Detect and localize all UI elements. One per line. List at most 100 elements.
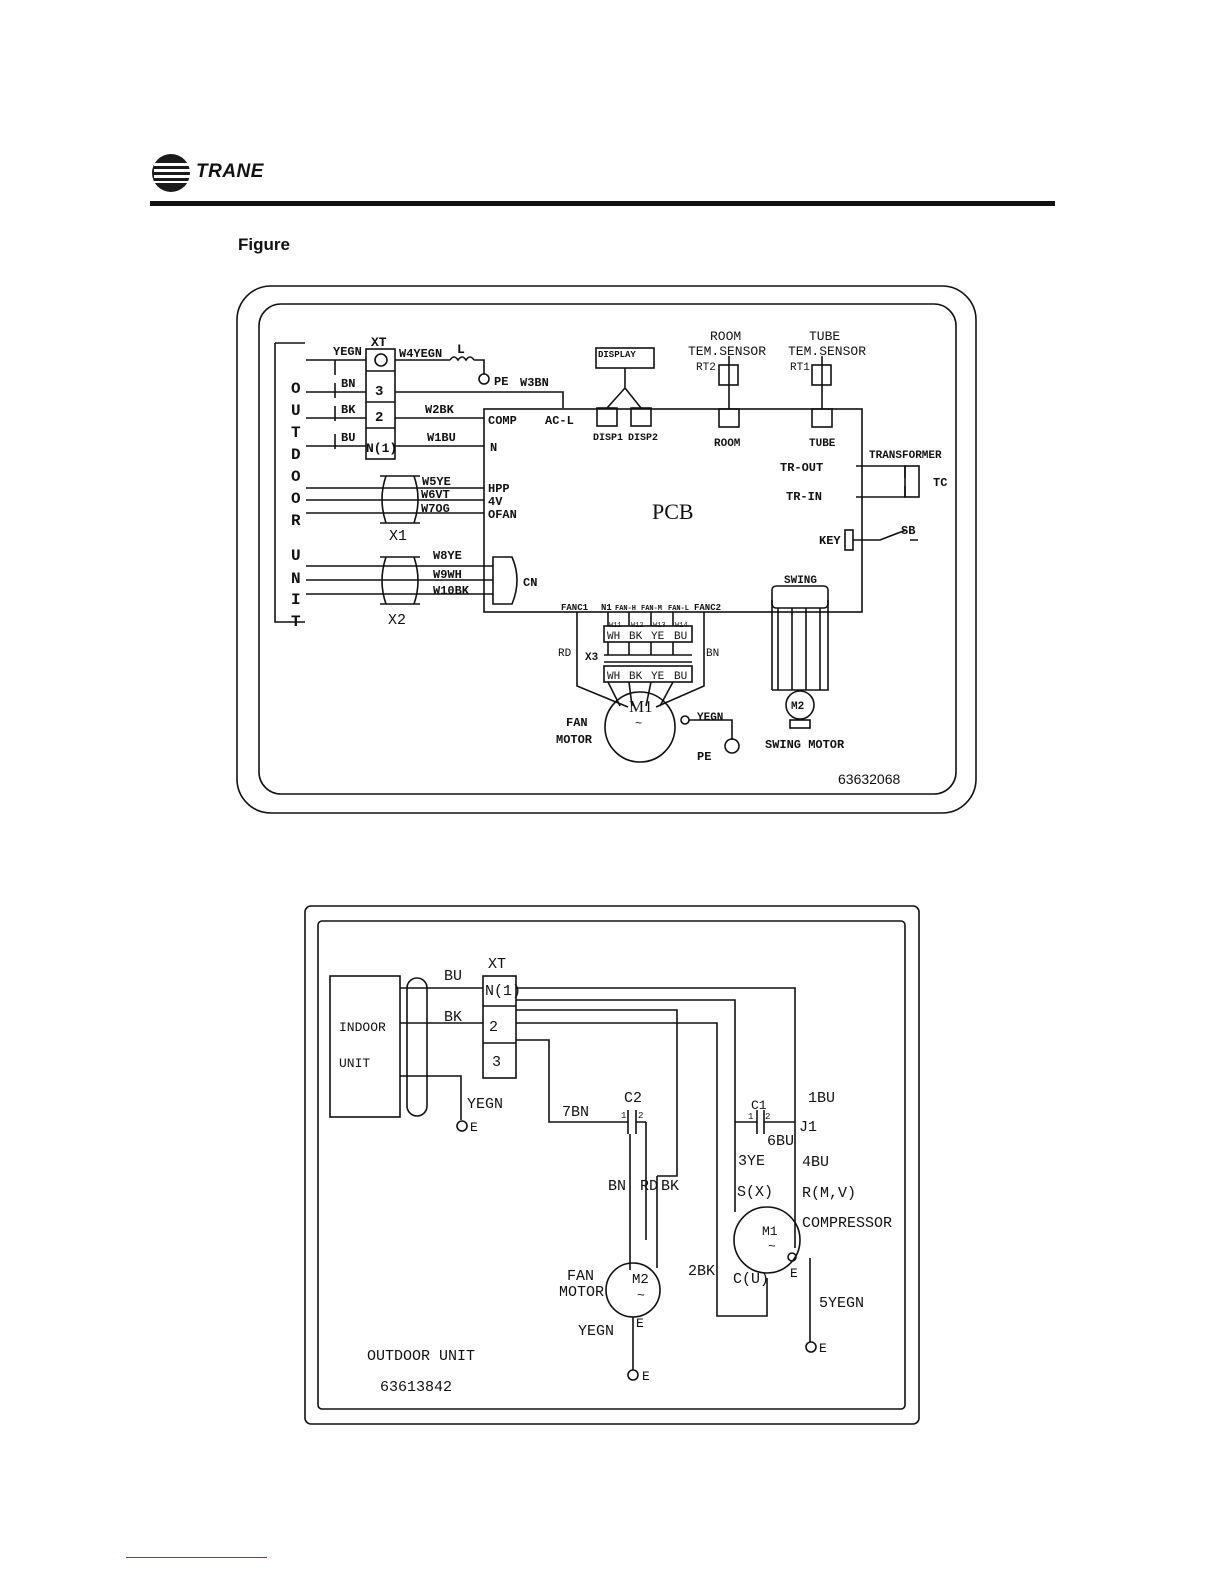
outdoor-letter: O	[291, 468, 301, 486]
m2-tilde: ~	[637, 1288, 645, 1303]
unit-letter: I	[291, 591, 301, 609]
x3-top-block	[603, 625, 693, 643]
cable-sheath	[406, 977, 428, 1117]
m2-outdoor-label: M2	[632, 1272, 649, 1288]
wire-1bu-label: 1BU	[808, 1090, 835, 1107]
c2-pin1: 1	[621, 1111, 626, 1121]
fanc1-label: FANC1	[561, 603, 589, 613]
xt-outdoor-2: 2	[489, 1019, 498, 1036]
xt-outdoor-3: 3	[492, 1054, 501, 1071]
ground-icon-compressor	[805, 1341, 817, 1353]
x3-bk-top: BK	[629, 631, 643, 643]
wire-w4-label: W4YEGN	[399, 347, 442, 361]
m2-label: M2	[791, 701, 804, 713]
outdoor-unit-bracket	[274, 342, 305, 623]
x3-bu-top: BU	[674, 631, 687, 643]
wire-bu-label: BU	[444, 968, 462, 985]
outdoor-letter: T	[291, 424, 301, 442]
w11-label: W11	[609, 622, 622, 630]
wire-bk-label: BK	[341, 403, 356, 417]
x2-label: X2	[388, 612, 406, 629]
x3-label: X3	[585, 652, 599, 664]
disp1-label: DISP1	[593, 433, 623, 444]
fan-h-label: FAN-H	[615, 605, 636, 613]
fan-motor-label-1: FAN	[566, 716, 588, 730]
fan-motor-label-2: MOTOR	[556, 733, 593, 747]
room-sensor-title-1: ROOM	[710, 329, 741, 344]
wire-bn-label: BN	[608, 1178, 626, 1195]
wire-4bu-label: 4BU	[802, 1154, 829, 1171]
outdoor-letter: O	[291, 380, 301, 398]
outdoor-letter: D	[291, 446, 301, 464]
r-m-v-label: R(M,V)	[802, 1185, 856, 1202]
c-u-label: C(U)	[733, 1271, 769, 1288]
outdoor-letter: U	[291, 402, 301, 420]
s-x-label: S(X)	[737, 1184, 773, 1201]
sb-label: SB	[901, 524, 915, 538]
tr-out-label: TR-OUT	[780, 461, 823, 475]
wire-bn-label: BN	[341, 377, 355, 391]
c2-label: C2	[624, 1090, 642, 1107]
disp1-connector	[596, 407, 618, 427]
c1-pin1: 1	[748, 1112, 753, 1122]
pe-bottom-label: PE	[697, 750, 711, 764]
x3-wh-top: WH	[607, 631, 620, 643]
swing-connector	[771, 585, 829, 609]
fan-m-label: FAN-M	[641, 605, 662, 613]
rt1-label: RT1	[790, 362, 810, 374]
compressor-ground-e-label: E	[819, 1341, 827, 1356]
m1-label: M1	[629, 697, 653, 716]
w12-label: W12	[631, 622, 644, 630]
wire-w7-label: W7OG	[421, 502, 450, 516]
outdoor-letter: O	[291, 490, 301, 508]
compressor-e-label: E	[790, 1266, 798, 1281]
outdoor-diagram-code: 63613842	[380, 1379, 452, 1396]
unit-letter: U	[291, 547, 301, 565]
wire-w10-label: W10BK	[433, 584, 470, 598]
pcb-label: PCB	[652, 499, 694, 524]
x3-bottom-block	[603, 665, 693, 683]
swing-label: SWING	[784, 575, 817, 587]
room-sensor-thermistor	[718, 364, 739, 386]
xt-outdoor-n1: N(1)	[485, 983, 521, 1000]
tr-in-label: TR-IN	[786, 490, 822, 504]
transformer-label: TRANSFORMER	[869, 450, 942, 462]
xt-terminal-2: 2	[375, 410, 383, 426]
outdoor-letter: R	[291, 512, 301, 530]
cn-label: CN	[523, 576, 537, 590]
wire-7bn-label: 7BN	[562, 1104, 589, 1121]
disp2-label: DISP2	[628, 433, 658, 444]
compressor-label: COMPRESSOR	[802, 1215, 892, 1232]
m1-tilde: ~	[768, 1239, 776, 1254]
unit-letter: N	[291, 570, 301, 588]
m1-outdoor-label: M1	[762, 1224, 778, 1239]
tube-connector	[811, 408, 833, 428]
xt-terminal-n1: N(1)	[366, 441, 397, 456]
outdoor-inner-frame	[317, 920, 906, 1410]
inductor-label: L	[457, 342, 465, 357]
tube-sensor-thermistor	[811, 364, 832, 386]
wire-w8-label: W8YE	[433, 549, 462, 563]
xt-label: XT	[371, 335, 387, 350]
indoor-unit-label-1: INDOOR	[339, 1020, 386, 1035]
wire-bk-fan-label: BK	[661, 1178, 679, 1195]
ofan-label: OFAN	[488, 508, 517, 522]
pe-top-label: PE	[494, 375, 508, 389]
wire-bk-label: BK	[444, 1009, 462, 1026]
c1-label: C1	[751, 1098, 767, 1113]
hpp-label: HPP	[488, 482, 510, 496]
comp-label: COMP	[488, 414, 517, 428]
m1-tilde: ~	[635, 717, 642, 731]
wire-5yegn-label: 5YEGN	[819, 1295, 864, 1312]
ground-icon-fan	[627, 1369, 639, 1381]
indoor-diagram-code: 63632068	[838, 771, 901, 787]
wire-w3-label: W3BN	[520, 376, 549, 390]
wire-w5-label: W5YE	[422, 475, 451, 489]
fan-motor-m1	[604, 691, 676, 763]
sb-switch	[853, 529, 918, 541]
disp2-connector	[630, 407, 652, 427]
wire-3ye-label: 3YE	[738, 1153, 765, 1170]
room-sensor-title-2: TEM.SENSOR	[688, 344, 766, 359]
x2-connector	[380, 556, 420, 605]
